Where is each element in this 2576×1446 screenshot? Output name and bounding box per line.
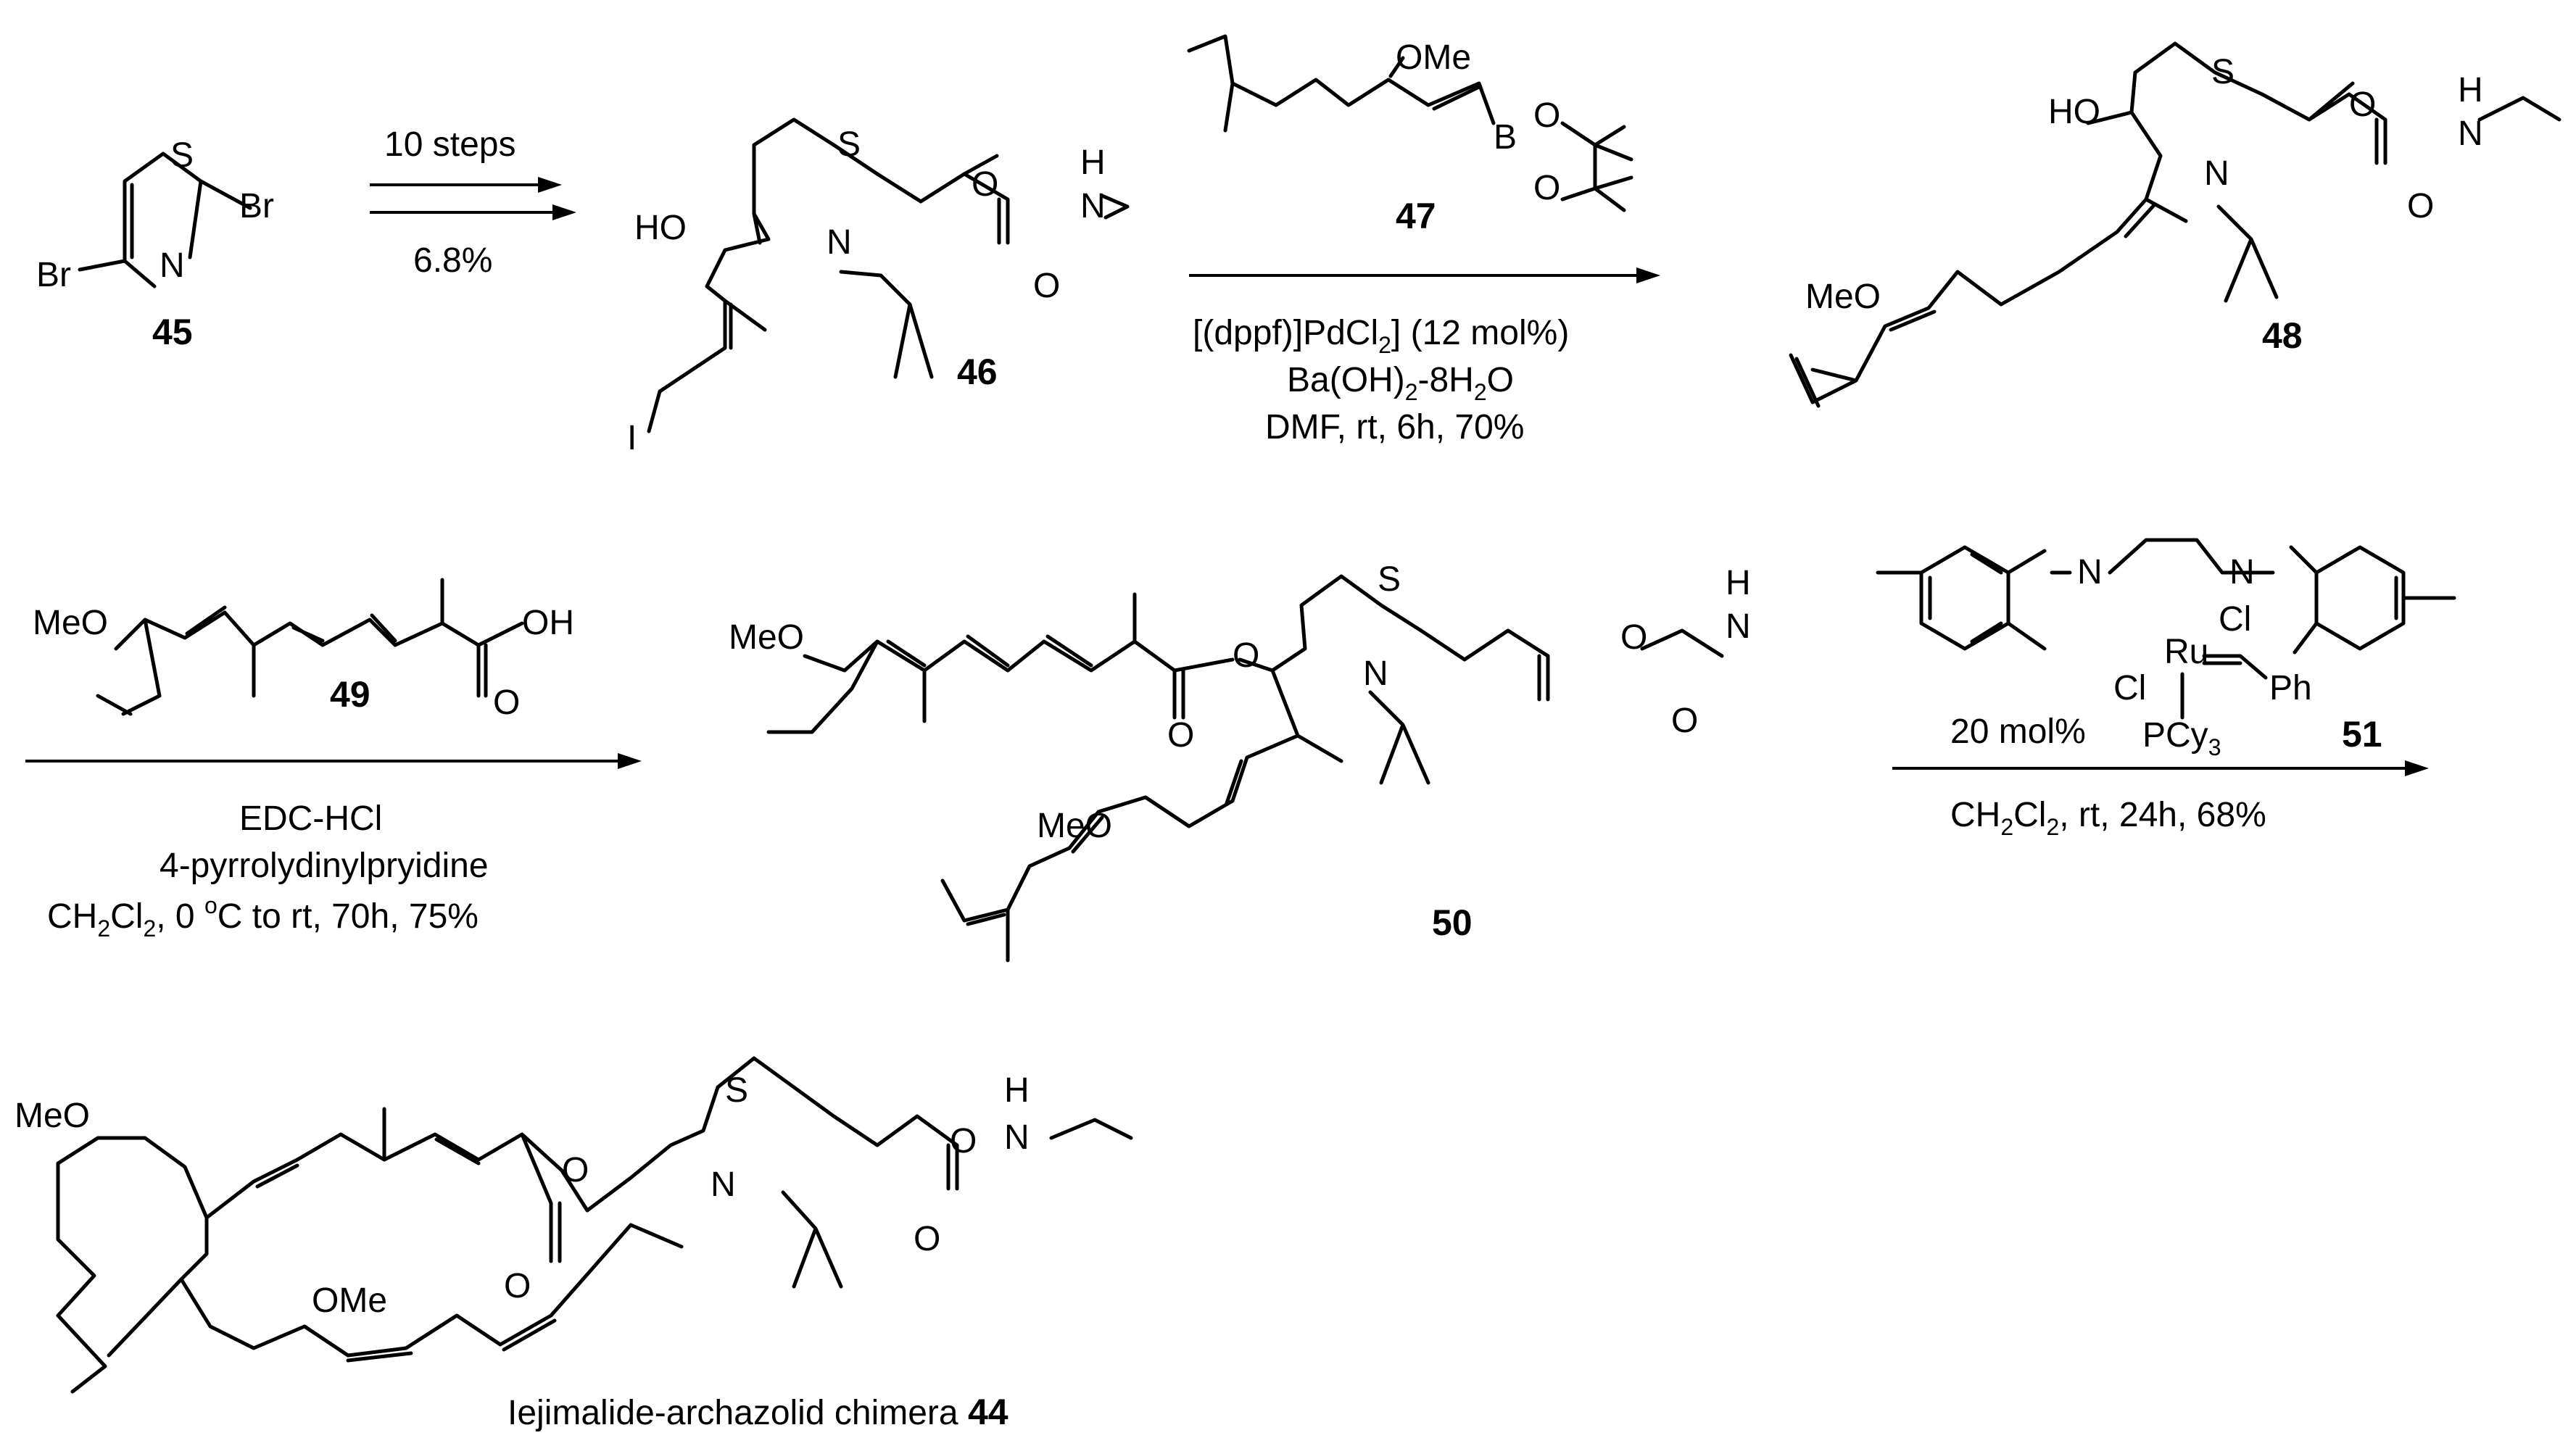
atom-n: N bbox=[2458, 115, 2483, 153]
compound-48: HO S N O O H N MeO 48 bbox=[1789, 41, 2561, 408]
atom-o: O bbox=[1233, 636, 1259, 675]
compound-number: 45 bbox=[152, 312, 193, 352]
atom-s: S bbox=[725, 1071, 748, 1110]
reaction-base: Ba(OH)2-8H2O bbox=[1287, 361, 1514, 405]
compound-number: 50 bbox=[1432, 902, 1473, 943]
atom-n: N bbox=[1726, 607, 1751, 646]
reaction-solvent-yield: CH2Cl2, rt, 24h, 68% bbox=[1950, 796, 2266, 840]
atom-i: I bbox=[627, 419, 637, 457]
compound-50: MeO O O S N O H N O MeO 50 bbox=[729, 560, 1751, 963]
atom-br: Br bbox=[239, 187, 274, 225]
compound-number: 47 bbox=[1396, 196, 1436, 236]
atom-o: O bbox=[950, 1122, 977, 1160]
reaction-yield: 6.8% bbox=[413, 241, 492, 280]
reaction-additive: 4-pyrrolydinylpryidine bbox=[160, 847, 489, 885]
atom-br: Br bbox=[36, 256, 71, 294]
atom-n: N bbox=[160, 246, 185, 285]
compound-caption: Iejimalide-archazolid chimera 44 bbox=[508, 1392, 1009, 1432]
atom-n: N bbox=[2204, 154, 2229, 193]
atom-o: O bbox=[493, 683, 520, 722]
atom-n: N bbox=[711, 1165, 736, 1204]
atom-n: N bbox=[827, 223, 852, 262]
atom-o: O bbox=[1620, 618, 1647, 657]
atom-o: O bbox=[504, 1267, 531, 1305]
reaction-arrow-3: EDC-HCl 4-pyrrolydinylpryidine CH2Cl2, 0… bbox=[25, 753, 642, 942]
reaction-arrow-4: 20 mol% CH2Cl2, rt, 24h, 68% bbox=[1892, 712, 2429, 840]
atom-o: O bbox=[1533, 169, 1560, 207]
atom-meo: MeO bbox=[1805, 278, 1881, 316]
reaction-arrow-1: 10 steps 6.8% bbox=[370, 125, 576, 280]
compound-number: 49 bbox=[330, 674, 370, 715]
compound-number: 51 bbox=[2342, 714, 2382, 755]
atom-n: N bbox=[2229, 553, 2255, 591]
atom-s: S bbox=[1378, 560, 1401, 599]
atom-n: N bbox=[1004, 1118, 1030, 1157]
compound-number: 46 bbox=[957, 352, 998, 392]
atom-h: H bbox=[1726, 564, 1751, 602]
reaction-solvent-yield: DMF, rt, 6h, 70% bbox=[1265, 408, 1524, 446]
atom-o: O bbox=[1033, 267, 1060, 305]
atom-h: H bbox=[1004, 1071, 1030, 1110]
atom-oh: OH bbox=[522, 604, 574, 642]
reaction-arrow-2: [(dppf)]PdCl2] (12 mol%) Ba(OH)2-8H2O DM… bbox=[1189, 267, 1660, 446]
compound-45: S N Br Br 45 bbox=[36, 136, 274, 352]
compound-47: OMe B O O 47 bbox=[1187, 34, 1633, 236]
compound-46: HO S N O O H N I 46 bbox=[627, 117, 1130, 457]
compound-49: MeO OH O 49 bbox=[33, 578, 574, 722]
atom-meo: MeO bbox=[33, 604, 108, 642]
atom-meo: MeO bbox=[15, 1097, 90, 1135]
atom-n: N bbox=[2077, 553, 2103, 591]
reaction-condition: 10 steps bbox=[384, 125, 515, 164]
reaction-catalyst: [(dppf)]PdCl2] (12 mol%) bbox=[1193, 314, 1569, 358]
atom-o: O bbox=[562, 1151, 589, 1189]
reaction-solvent-yield: CH2Cl2, 0 oC to rt, 70h, 75% bbox=[47, 892, 479, 942]
reaction-reagent: EDC-HCl bbox=[239, 799, 382, 838]
atom-cl: Cl bbox=[2113, 669, 2146, 707]
atom-cl: Cl bbox=[2219, 600, 2251, 639]
atom-s: S bbox=[2211, 53, 2235, 91]
atom-o: O bbox=[1533, 96, 1560, 135]
compound-number: 48 bbox=[2262, 315, 2303, 356]
atom-n: N bbox=[1080, 187, 1106, 225]
compound-51: N N Ru Cl Cl Ph PCy3 51 bbox=[1876, 538, 2456, 760]
atom-pcy3: PCy3 bbox=[2142, 716, 2221, 760]
atom-ho: HO bbox=[634, 209, 687, 247]
atom-o: O bbox=[2349, 86, 2376, 124]
atom-ome: OMe bbox=[312, 1281, 387, 1320]
atom-o: O bbox=[972, 165, 998, 204]
atom-o: O bbox=[1167, 716, 1194, 755]
atom-s: S bbox=[170, 136, 194, 175]
atom-meo: MeO bbox=[1037, 807, 1112, 845]
atom-ru: Ru bbox=[2164, 633, 2208, 671]
atom-h: H bbox=[1080, 144, 1106, 182]
atom-meo: MeO bbox=[729, 618, 804, 657]
atom-h: H bbox=[2458, 71, 2483, 109]
atom-ph: Ph bbox=[2269, 669, 2312, 707]
atom-o: O bbox=[2407, 187, 2434, 225]
atom-o: O bbox=[914, 1220, 940, 1258]
atom-ho: HO bbox=[2048, 93, 2100, 131]
atom-n: N bbox=[1363, 655, 1388, 693]
reaction-catalyst-loading: 20 mol% bbox=[1950, 712, 2086, 751]
atom-ome: OMe bbox=[1396, 38, 1471, 77]
compound-44: MeO O O S N O H N O OMe Iejimalide-archa… bbox=[15, 1056, 1133, 1432]
atom-s: S bbox=[837, 125, 861, 164]
atom-o: O bbox=[1671, 702, 1698, 740]
atom-b: B bbox=[1494, 118, 1517, 157]
